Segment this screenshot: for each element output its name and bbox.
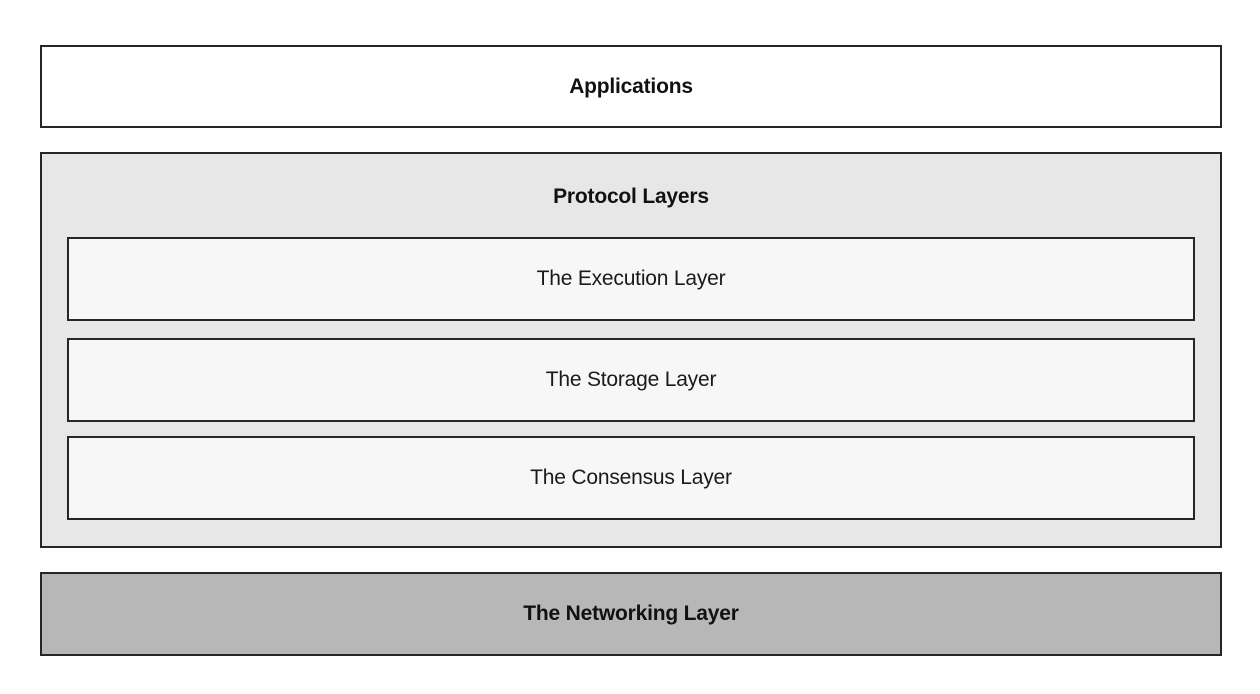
storage-layer-label: The Storage Layer	[545, 368, 717, 391]
protocol-layers-box: Protocol Layers The Execution Layer The …	[40, 152, 1222, 548]
applications-box: Applications	[40, 45, 1222, 128]
layer-box-storage: The Storage Layer	[67, 338, 1195, 422]
networking-layer-label: The Networking Layer	[523, 602, 739, 625]
protocol-layers-title-area: Protocol Layers	[42, 154, 1220, 239]
layer-box-consensus: The Consensus Layer	[67, 436, 1195, 520]
networking-layer-box: The Networking Layer	[40, 572, 1222, 656]
applications-label: Applications	[569, 74, 693, 98]
layer-box-execution: The Execution Layer	[67, 237, 1195, 321]
execution-layer-label: The Execution Layer	[536, 267, 726, 290]
consensus-layer-label: The Consensus Layer	[530, 466, 732, 489]
protocol-layers-title: Protocol Layers	[553, 184, 709, 208]
